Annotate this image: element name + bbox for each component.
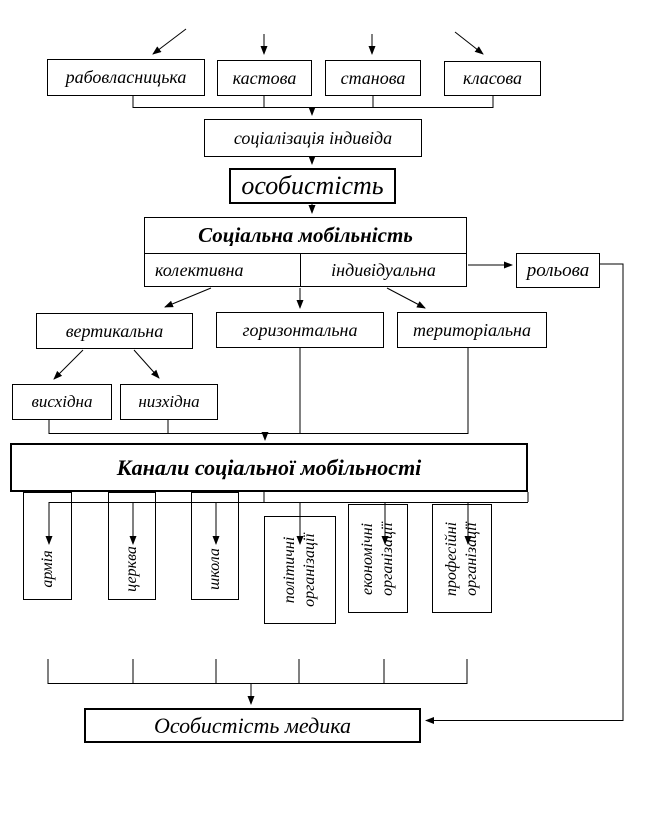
box-territorial: територіальна — [397, 312, 547, 348]
box-channels-title: Канали соціальної мобільності — [10, 443, 528, 492]
professional-orgs-label: професійні організації — [443, 521, 480, 596]
box-caste: кастова — [217, 60, 312, 96]
box-horizontal: горизонтальна — [216, 312, 384, 348]
box-church: церква — [108, 492, 156, 600]
school-label: школа — [206, 548, 223, 591]
church-label: церква — [123, 546, 140, 593]
cell-individual: індивідуальна — [331, 259, 436, 280]
box-slaveholding: рабовласницька — [47, 59, 205, 96]
social-mobility-title: Соціальна мобільність — [145, 218, 466, 254]
political-orgs-label: політичні організації — [281, 533, 318, 607]
box-vertical: вертикальна — [36, 313, 193, 349]
box-descending: низхідна — [120, 384, 218, 420]
cell-collective: колективна — [145, 254, 301, 286]
box-army: армія — [23, 492, 72, 600]
box-estate: станова — [325, 60, 421, 96]
box-school: школа — [191, 492, 239, 600]
box-personality: особистість — [229, 168, 396, 204]
box-class: класова — [444, 61, 541, 96]
box-social-mobility: Соціальна мобільність колективна індивід… — [144, 217, 467, 287]
army-label: армія — [38, 550, 56, 588]
box-socialization: соціалізація індивіда — [204, 119, 422, 157]
box-ascending: висхідна — [12, 384, 112, 420]
box-political-orgs: політичні організації — [264, 516, 336, 624]
economic-orgs-label: економічні організації — [359, 521, 396, 596]
box-economic-orgs: економічні організації — [348, 504, 408, 613]
box-role: рольова — [516, 253, 600, 288]
box-medic-personality: Особистість медика — [84, 708, 421, 743]
box-professional-orgs: професійні організації — [432, 504, 492, 613]
